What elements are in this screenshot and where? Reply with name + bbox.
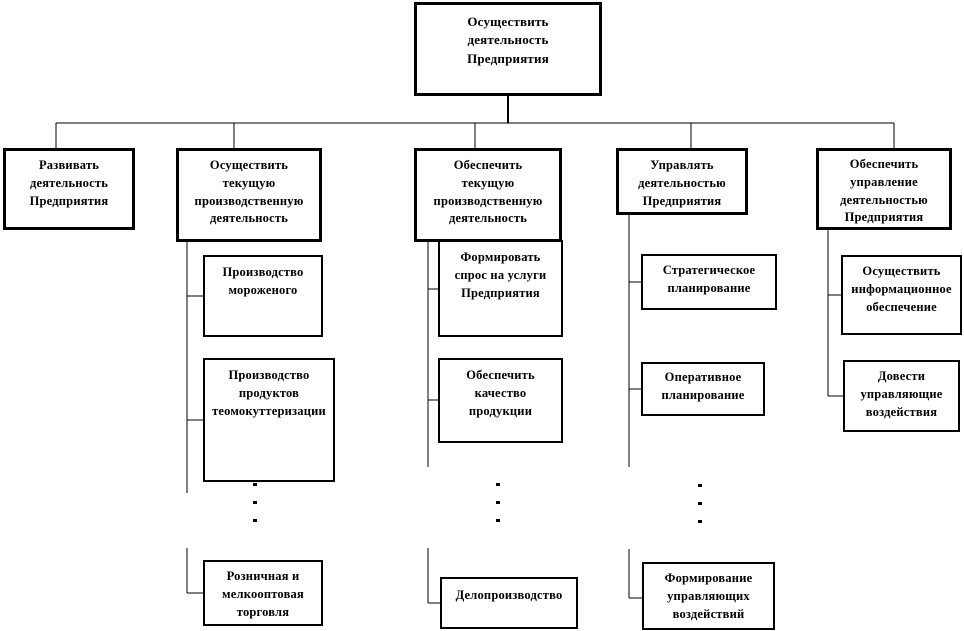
- node-control-actions: Формирование управляющих воздействий: [642, 562, 775, 630]
- ellipsis-dot: [496, 483, 500, 486]
- node-ensure-management: Обеспечить управление деятельностью Пред…: [816, 148, 952, 230]
- ellipsis-dot: [253, 483, 257, 486]
- vertical-ellipsis-col3: [496, 483, 500, 537]
- ellipsis-dot: [698, 502, 702, 505]
- node-thermo-products: Производство продуктов теомокуттеризации: [203, 358, 335, 482]
- node-strategic-planning: Стратегическое планирование: [641, 254, 777, 310]
- ellipsis-dot: [698, 484, 702, 487]
- vertical-ellipsis-col4: [698, 484, 702, 538]
- node-ensure-production: Обеспечить текущую производственную деят…: [414, 148, 562, 242]
- node-retail-trade: Розничная и мелкооптовая торговля: [203, 560, 323, 626]
- node-deliver-actions: Довести управляющие воздействия: [843, 360, 960, 432]
- connector-col3-spine: [427, 242, 440, 604]
- node-form-demand: Формировать спрос на услуги Предприятия: [438, 240, 563, 337]
- node-carry-out-production: Осуществить текущую производственную дея…: [176, 148, 322, 242]
- connector-col4-spine: [628, 215, 642, 599]
- vertical-ellipsis-col2: [253, 483, 257, 537]
- node-product-quality: Обеспечить качество продукции: [438, 358, 563, 443]
- node-paperwork: Делопроизводство: [440, 577, 578, 629]
- ellipsis-dot: [496, 501, 500, 504]
- connector-col2-spine: [186, 242, 203, 594]
- ellipsis-dot: [496, 519, 500, 522]
- connector-col5-spine: [827, 230, 843, 397]
- node-root-goal: Осуществить деятельность Предприятия: [414, 2, 602, 96]
- node-ice-cream-production: Производство мороженого: [203, 255, 323, 337]
- node-information-support: Осуществить информационное обеспечение: [841, 255, 962, 335]
- node-manage-activity: Управлять деятельностью Предприятия: [616, 148, 748, 215]
- ellipsis-dot: [253, 501, 257, 504]
- ellipsis-dot: [698, 520, 702, 523]
- ellipsis-dot: [253, 519, 257, 522]
- node-develop-activity: Развивать деятельность Предприятия: [3, 148, 135, 230]
- node-operational-planning: Оперативное планирование: [641, 362, 765, 416]
- connector-level2-rail: [55, 122, 895, 148]
